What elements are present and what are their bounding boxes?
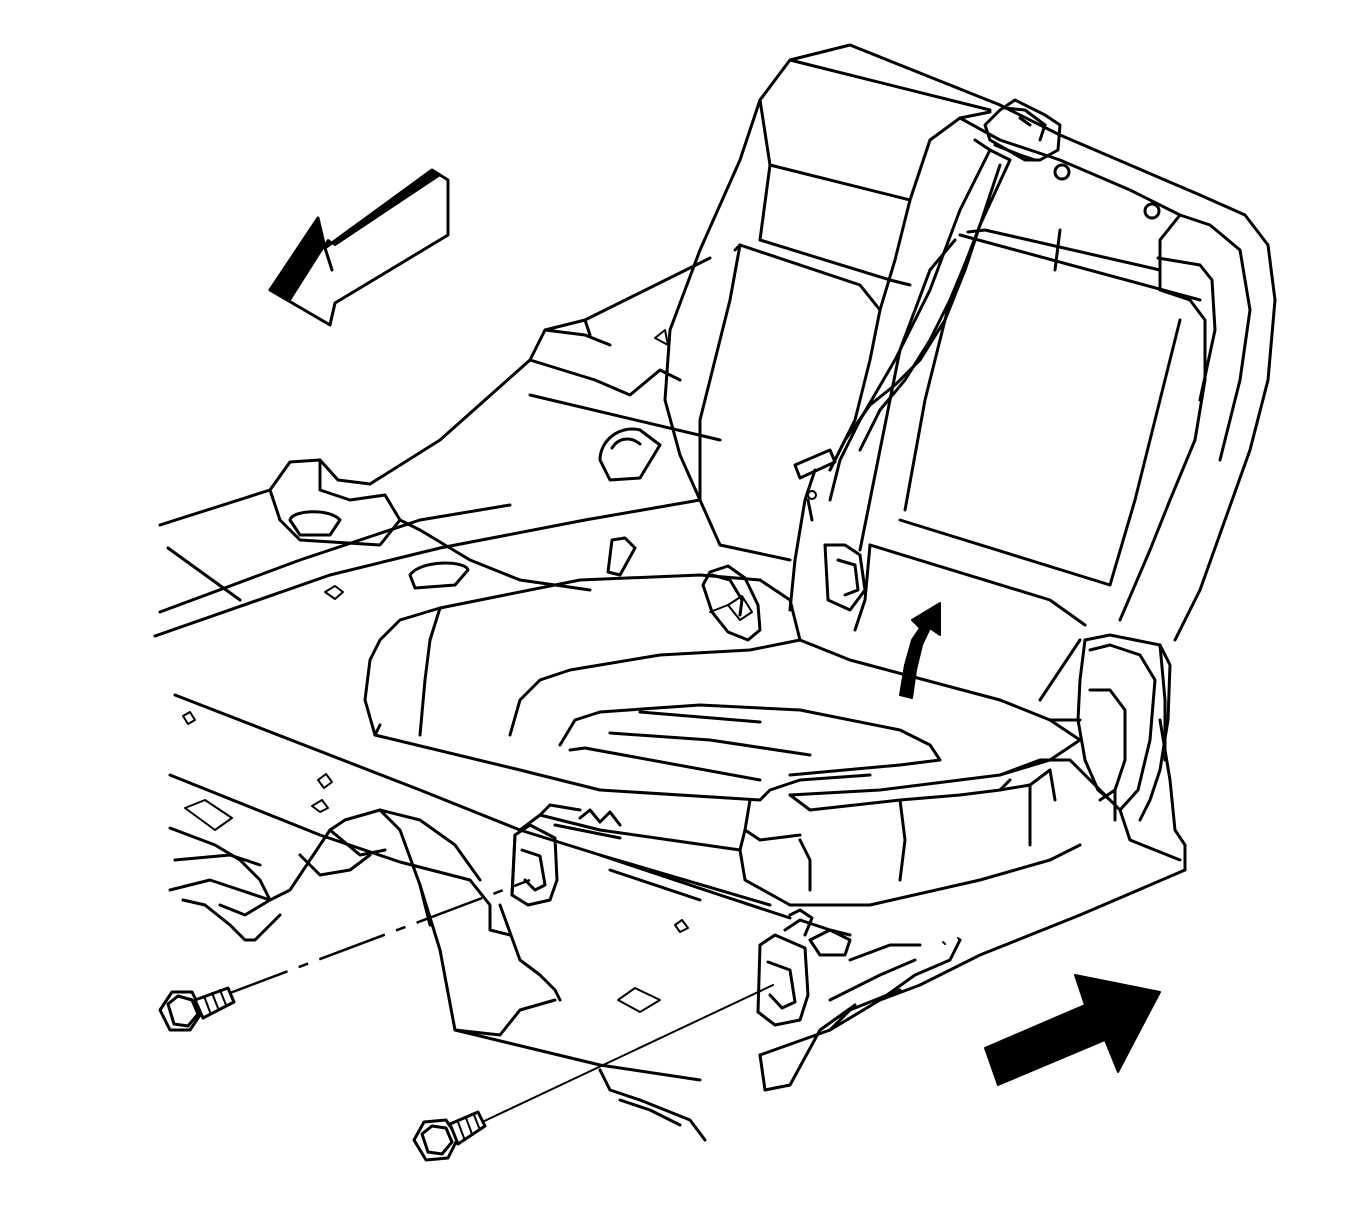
seat-belt (788, 98, 1062, 612)
seat-cushion (363, 573, 1082, 920)
rotation-arrow (899, 602, 941, 699)
bolt-left (158, 986, 236, 1032)
bolt-right (412, 1110, 487, 1162)
seat-side-support (998, 633, 1187, 872)
cushion-bracket-front-left (510, 823, 559, 907)
cushion-bracket-front-right (756, 908, 917, 1027)
outboard-direction-arrow (984, 974, 1161, 1086)
seat-back (663, 43, 1277, 702)
bolt-alignment-lines (221, 878, 774, 1125)
forward-direction-arrow (268, 168, 450, 327)
vehicle-floor (153, 256, 1187, 1142)
